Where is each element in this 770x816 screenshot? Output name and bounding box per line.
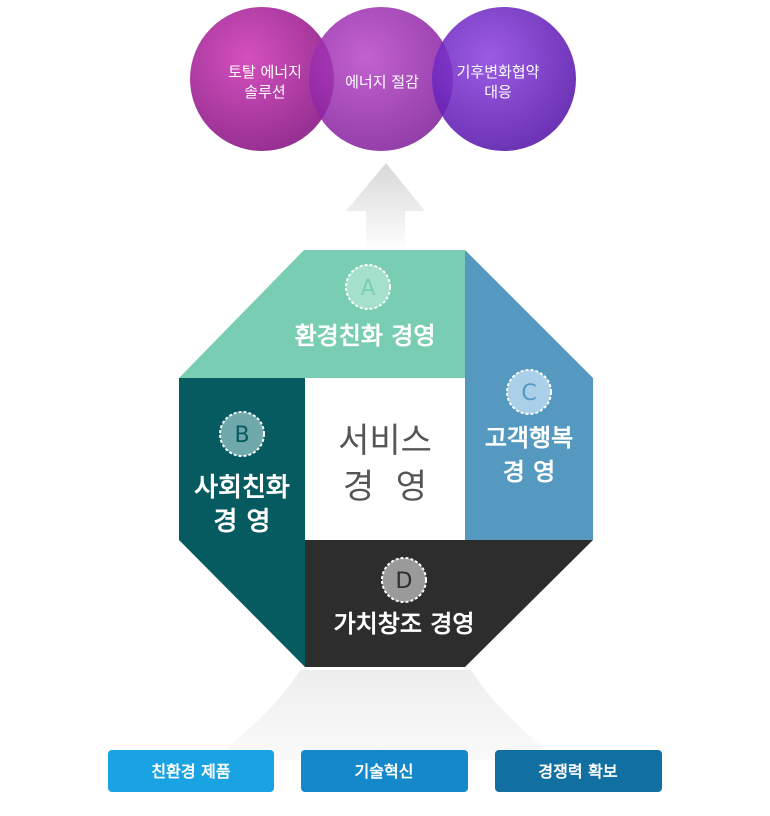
goal-label-total-energy-1: 토탈 에너지	[228, 63, 302, 81]
button-eco-product[interactable]	[108, 750, 274, 792]
goal-circle-total-energy	[190, 7, 334, 151]
base-fan	[212, 670, 560, 760]
segment-a	[179, 250, 465, 378]
button-tech-innovation[interactable]	[301, 750, 468, 792]
badge-c-letter: C	[521, 381, 536, 406]
button-competitiveness[interactable]	[495, 750, 662, 792]
segment-d-content: D 가치창조 경영	[334, 557, 475, 638]
goal-circles: 토탈 에너지 솔루션 에너지 절감 기후변화협약 대응	[190, 7, 576, 151]
badge-d-letter: D	[396, 569, 413, 594]
segment-c-title-2: 경 영	[503, 458, 556, 486]
center-title-2: 경 영	[343, 467, 427, 507]
segment-b-title-1: 사회친화	[194, 473, 290, 503]
badge-b-letter: B	[234, 423, 249, 448]
goal-label-climate-2: 대응	[484, 83, 512, 101]
segment-b-content: B 사회친화 경 영	[194, 411, 290, 537]
center-content: 서비스 경 영	[338, 421, 432, 507]
segment-d	[305, 540, 593, 667]
goal-label-energy-saving: 에너지 절감	[345, 73, 419, 91]
badge-a-letter: A	[360, 276, 375, 301]
badge-d	[381, 557, 427, 603]
goal-label-climate-1: 기후변화협약	[457, 63, 540, 81]
bottom-buttons: 친환경 제품 기술혁신 경쟁력 확보	[108, 750, 662, 792]
segment-a-content: A 환경친화 경영	[295, 264, 436, 350]
segment-c-content: C 고객행복 경 영	[485, 369, 573, 486]
badge-a	[345, 264, 391, 310]
segment-d-title: 가치창조 경영	[334, 610, 475, 638]
up-arrow	[346, 163, 425, 252]
badge-b	[219, 411, 265, 457]
goal-circle-energy-saving	[309, 7, 453, 151]
segment-c-title-1: 고객행복	[485, 424, 573, 452]
center-panel	[305, 378, 465, 540]
segment-a-title: 환경친화 경영	[295, 322, 436, 350]
segment-b-title-2: 경 영	[214, 507, 271, 537]
segment-b	[179, 378, 305, 667]
button-tech-innovation-label: 기술혁신	[355, 762, 414, 781]
center-title-1: 서비스	[338, 421, 432, 461]
goal-circle-climate	[432, 7, 576, 151]
octagon	[179, 250, 593, 667]
goal-label-total-energy-2: 솔루션	[244, 83, 285, 101]
badge-c	[506, 369, 552, 415]
button-competitiveness-label: 경쟁력 확보	[538, 762, 617, 781]
button-eco-product-label: 친환경 제품	[151, 762, 230, 781]
